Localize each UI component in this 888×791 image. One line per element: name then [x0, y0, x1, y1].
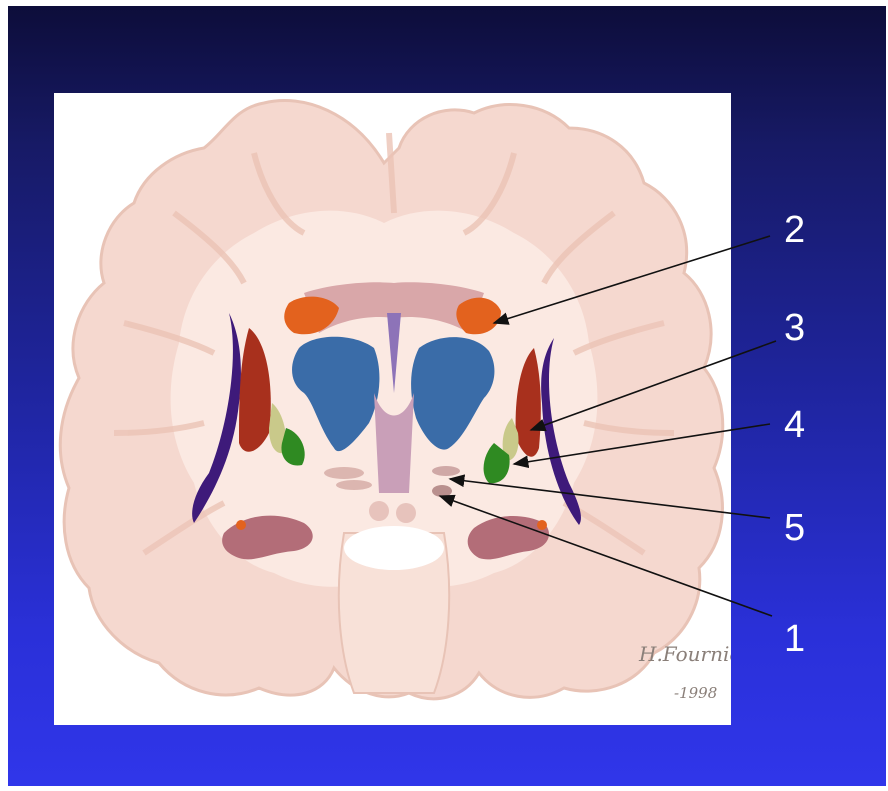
arrow-5	[450, 479, 770, 518]
arrow-3	[531, 341, 776, 430]
slide-background: H.Fournié -1998 2 3 4 5 1	[8, 6, 886, 786]
arrow-1	[440, 496, 772, 616]
label-3: 3	[784, 309, 805, 347]
callout-arrows	[8, 6, 886, 786]
arrow-4	[514, 424, 770, 464]
arrow-2	[494, 236, 770, 323]
label-5: 5	[784, 509, 805, 547]
label-1: 1	[784, 620, 805, 658]
label-4: 4	[784, 406, 805, 444]
label-2: 2	[784, 211, 805, 249]
